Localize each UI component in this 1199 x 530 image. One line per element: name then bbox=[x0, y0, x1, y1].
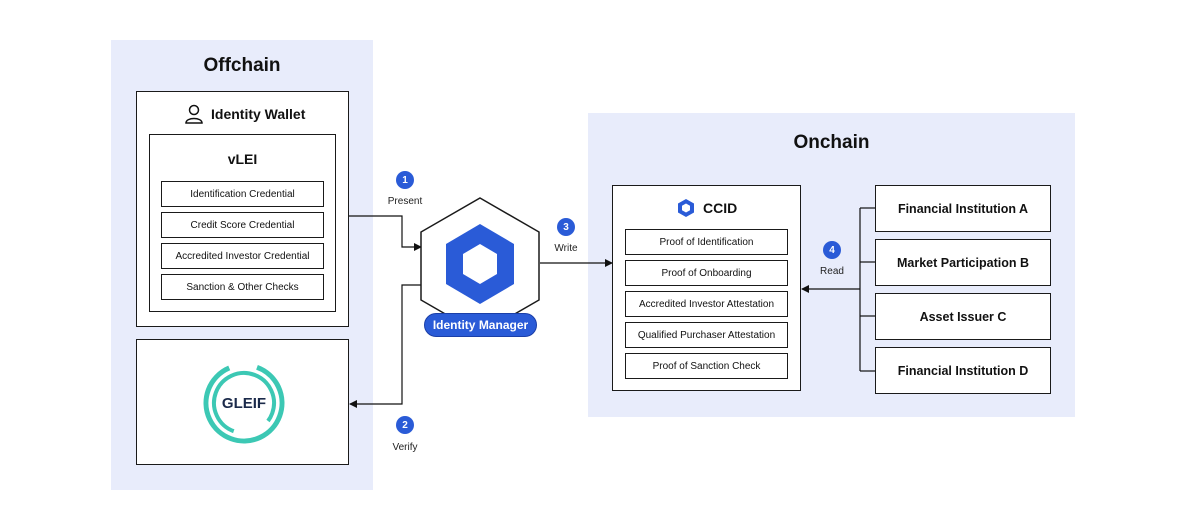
institution-box: Market Participation B bbox=[875, 239, 1051, 286]
present-arrow bbox=[349, 215, 422, 251]
vlei-title: vLEI bbox=[227, 151, 258, 167]
ccid-title: CCID bbox=[703, 200, 738, 216]
gleif-wordmark: GLEIF bbox=[222, 395, 266, 412]
ccid-item: Proof of Identification bbox=[625, 229, 788, 255]
hexagon-icon bbox=[678, 199, 694, 217]
offchain-title: Offchain bbox=[203, 55, 281, 76]
step-label-present: Present bbox=[387, 196, 423, 207]
ccid-item: Proof of Sanction Check bbox=[625, 353, 788, 379]
step-badge-3: 3 bbox=[557, 218, 575, 236]
step-badge-4: 4 bbox=[823, 241, 841, 259]
step-label-write: Write bbox=[554, 243, 578, 254]
identity-manager-label: Identity Manager bbox=[424, 313, 537, 337]
step-badge-2: 2 bbox=[396, 416, 414, 434]
institution-box: Financial Institution D bbox=[875, 347, 1051, 394]
gleif-logo: GLEIF bbox=[203, 362, 285, 444]
credential-item: Identification Credential bbox=[161, 181, 324, 207]
institution-box: Financial Institution A bbox=[875, 185, 1051, 232]
identity-manager-hexagon bbox=[420, 197, 540, 335]
user-icon bbox=[185, 104, 203, 124]
identity-wallet-title: Identity Wallet bbox=[211, 106, 306, 122]
credential-item: Accredited Investor Credential bbox=[161, 243, 324, 269]
step-badge-1: 1 bbox=[396, 171, 414, 189]
verify-arrow bbox=[349, 284, 421, 408]
onchain-title: Onchain bbox=[793, 132, 870, 153]
ccid-item: Proof of Onboarding bbox=[625, 260, 788, 286]
institution-box: Asset Issuer C bbox=[875, 293, 1051, 340]
step-label-read: Read bbox=[820, 266, 844, 277]
ccid-item: Accredited Investor Attestation bbox=[625, 291, 788, 317]
step-label-verify: Verify bbox=[392, 442, 418, 453]
gleif-box: GLEIF bbox=[136, 339, 349, 465]
credential-item: Credit Score Credential bbox=[161, 212, 324, 238]
ccid-item: Qualified Purchaser Attestation bbox=[625, 322, 788, 348]
credential-item: Sanction & Other Checks bbox=[161, 274, 324, 300]
